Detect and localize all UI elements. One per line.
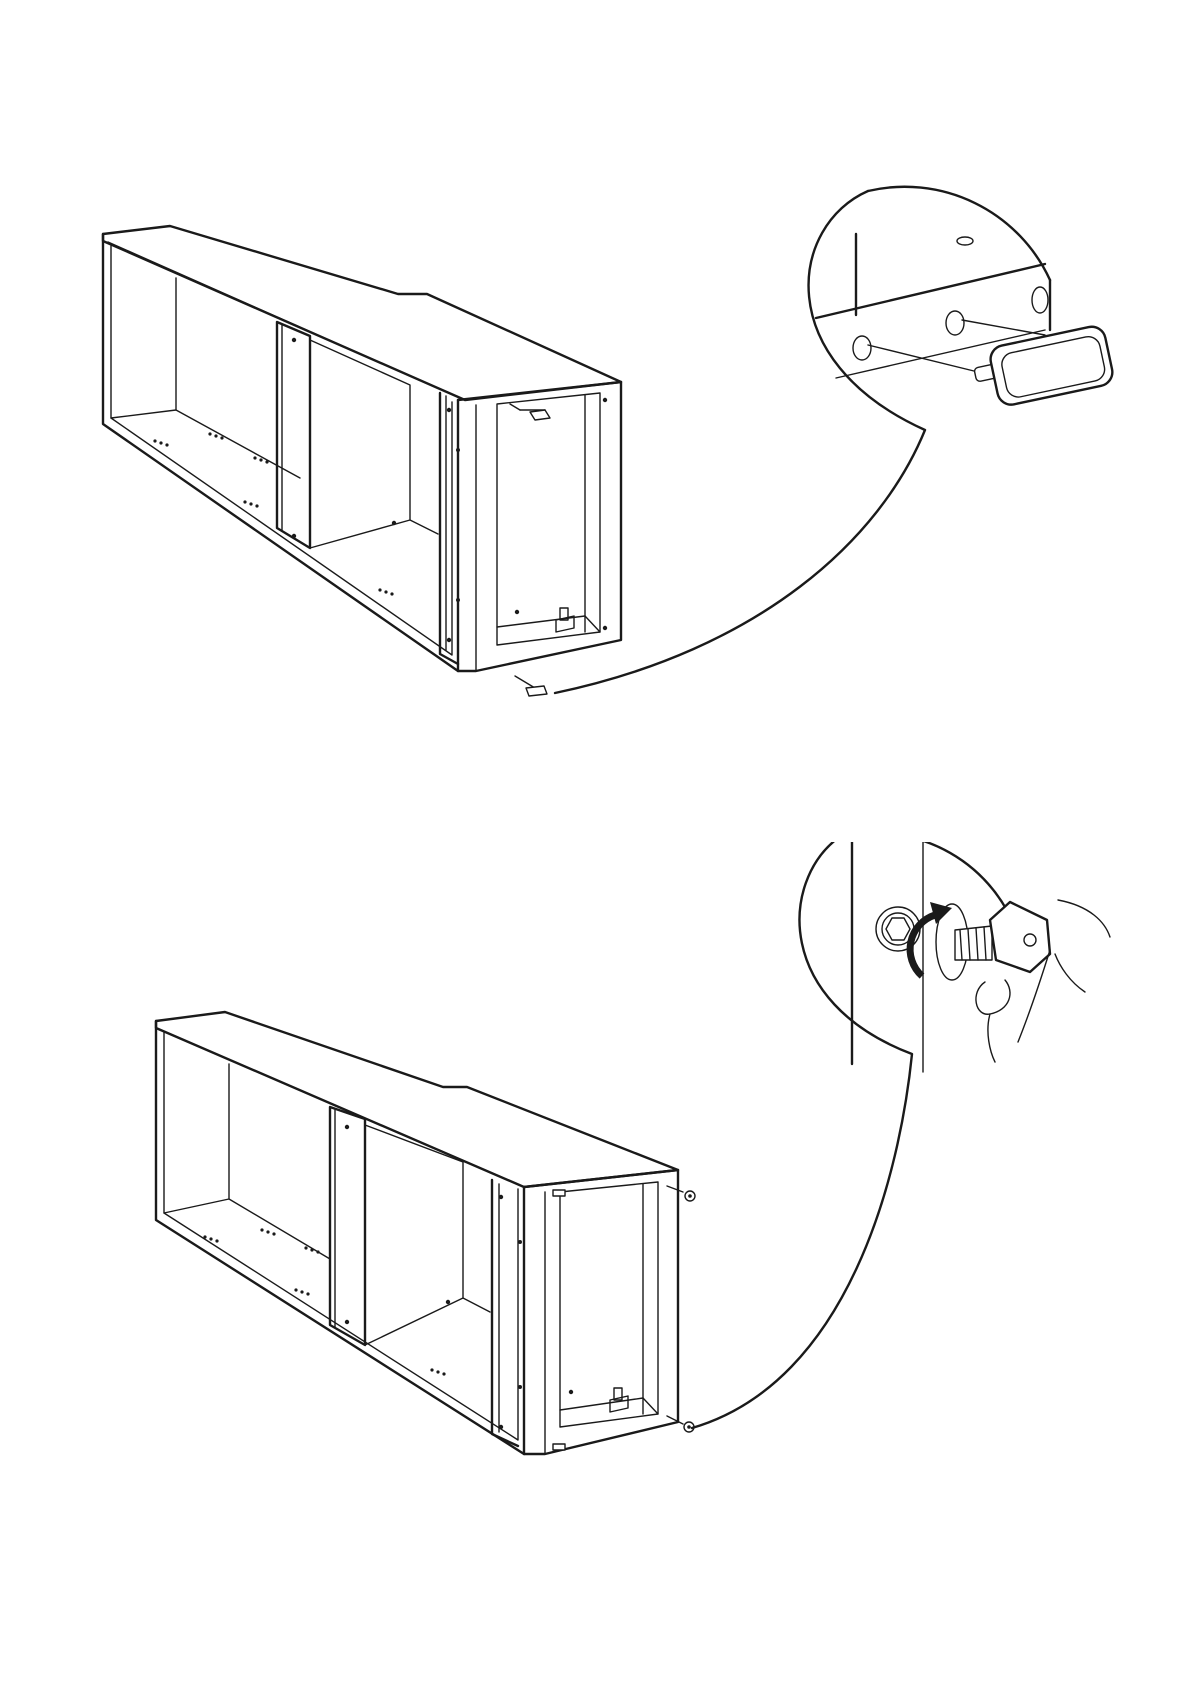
screw-icon [667,1186,695,1201]
detail-callout [692,842,1110,1428]
step-2-illustration [0,842,1191,1684]
dowel-icon [974,324,1115,407]
detail-callout [555,187,1115,693]
screw-icon [955,902,1050,972]
cabinet-frame [103,226,621,671]
cabinet-frame [156,1012,678,1454]
dowel-icon [510,404,550,420]
dowel-icon [515,676,547,696]
step-1-illustration [0,0,1191,842]
shelf-holes [153,338,607,642]
